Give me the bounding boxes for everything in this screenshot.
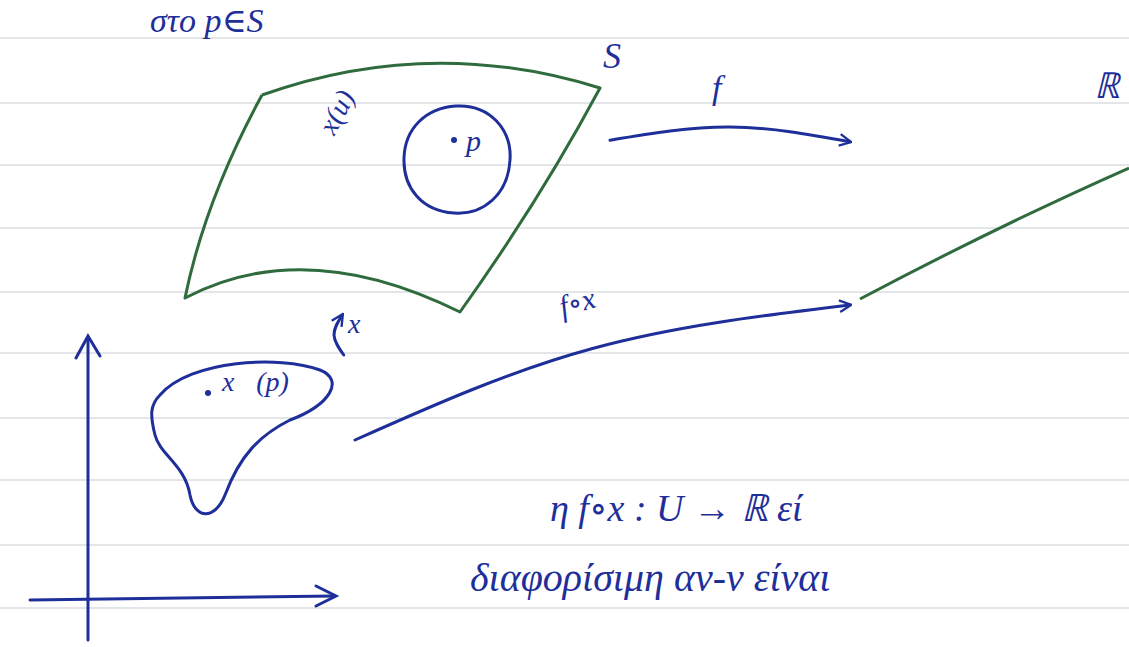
statement-text: διαφορίσιμη αν-ν είναι [470,556,830,600]
parameter-domain: x⃗(p) [130,355,355,525]
ruled-lines [0,38,1129,608]
real-line-name: ℝ [1094,67,1120,107]
domain-outline [152,362,333,514]
domain-point-label: x⃗(p) [222,367,289,398]
real-line: ℝ [850,65,1129,305]
statement-text: η f∘x : U → ℝ εί [550,488,803,530]
surface-outline [185,63,600,312]
circle-outline [404,106,510,213]
coordinate-axes [30,336,336,640]
edge-label: f∘x [555,280,599,322]
shape-outline [185,85,610,315]
neighbourhood-circle: p [400,102,512,217]
chart-arrow [334,315,344,355]
surface-region: Sx(u)p [185,85,610,315]
heading-note: στο p∈S [150,2,264,39]
edge-label: x [348,309,360,340]
edge-label: f [712,69,721,106]
real-line-stroke [860,168,1129,299]
point-dot [205,390,211,396]
shape-outline [850,65,1129,305]
map-arrow [610,127,850,142]
chart-image-label: x(u) [313,85,361,139]
shape-outline [400,102,512,217]
point-name: p [466,124,481,157]
surface-name: S [603,37,621,77]
point-dot [451,137,457,143]
composition-arrow [355,305,850,440]
